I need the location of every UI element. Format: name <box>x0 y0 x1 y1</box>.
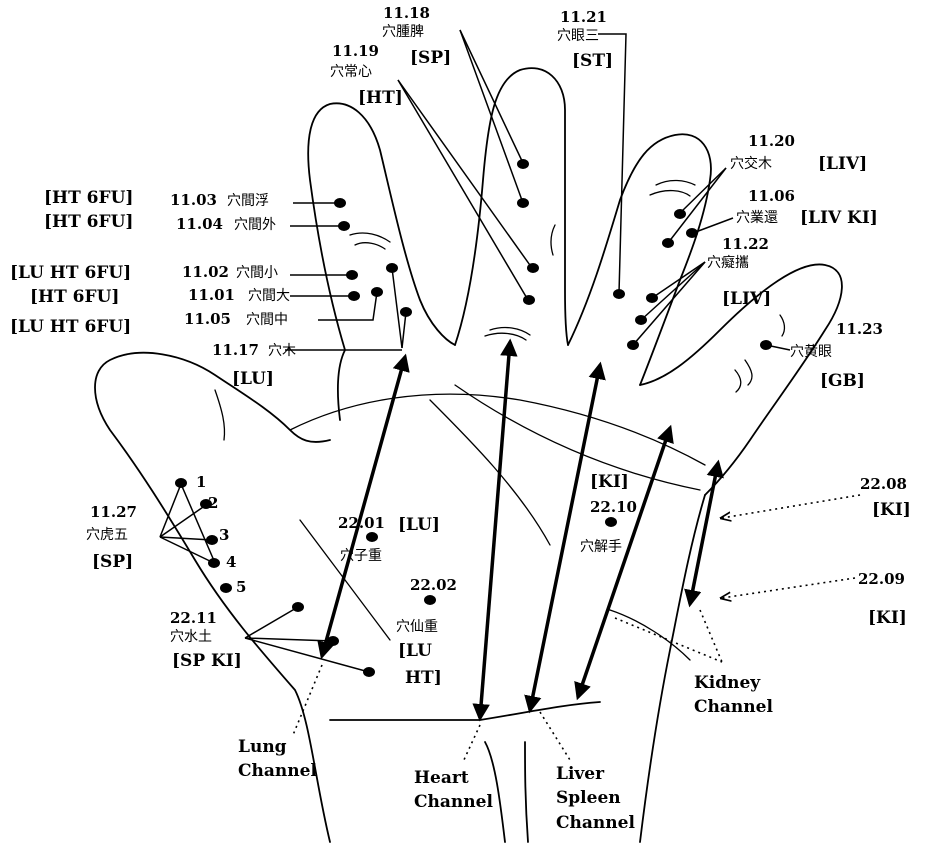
label-11-04-name: 穴間外 <box>234 217 276 233</box>
heart-channel-line1: Heart <box>414 768 469 788</box>
label-11-06-num: 11.06 <box>748 187 795 205</box>
label-22-09-tag: [KI] <box>868 608 907 628</box>
label-11-20-tag: [LIV] <box>818 154 867 174</box>
label-22-11-tag: [SP KI] <box>172 651 242 671</box>
hand-outline <box>95 68 842 842</box>
label-11-01-tag: [HT 6FU] <box>30 287 119 307</box>
label-11-22-tag: [LIV] <box>722 289 771 309</box>
thumb-number-5: 5 <box>236 578 246 596</box>
label-22-09-num: 22.09 <box>858 570 905 588</box>
label-11-02-name: 穴間小 <box>236 265 278 281</box>
label-22-11-num: 22.11 <box>170 609 217 627</box>
label-11-06-name: 穴業還 <box>736 210 778 226</box>
label-11-23-name: 穴黄眼 <box>790 343 832 360</box>
label-11-21-tag: [ST] <box>572 51 613 71</box>
label-11-18-name: 穴腫脾 <box>382 24 424 40</box>
label-11-03-tag: [HT 6FU] <box>44 188 133 208</box>
label-22-10-tag: [KI] <box>590 472 629 492</box>
label-11-20-name: 穴交木 <box>730 155 772 172</box>
label-11-17-tag: [LU] <box>232 369 274 389</box>
label-11-17-num: 11.17 <box>212 341 259 359</box>
label-22-02-num: 22.02 <box>410 576 457 594</box>
liver-spleen-channel-line1: Liver <box>556 764 605 784</box>
label-11-19-num: 11.19 <box>332 42 379 60</box>
label-11-22-num: 11.22 <box>722 235 769 253</box>
label-11-21-num: 11.21 <box>560 8 607 26</box>
label-22-02-name: 穴仙重 <box>396 619 438 635</box>
label-11-18-tag: [SP] <box>410 48 451 68</box>
label-11-05-tag: [LU HT 6FU] <box>10 317 131 337</box>
kidney-channel-line2: Channel <box>694 697 773 717</box>
label-22-02-tag2: HT] <box>405 668 442 688</box>
heart-channel-arrow-1 <box>480 342 510 718</box>
lung-channel-line1: Lung <box>238 737 287 757</box>
label-11-04-tag: [HT 6FU] <box>44 212 133 232</box>
label-11-23-num: 11.23 <box>836 320 883 338</box>
label-11-06-tag: [LIV KI] <box>800 208 878 228</box>
lung-channel-line2: Channel <box>238 761 317 781</box>
label-11-02-tag: [LU HT 6FU] <box>10 263 131 283</box>
liver-spleen-channel-line2: Spleen <box>556 788 621 808</box>
label-11-01-name: 穴間大 <box>248 288 290 304</box>
label-11-18-num: 11.18 <box>383 4 430 22</box>
label-11-17-name: 穴木 <box>268 343 296 359</box>
label-11-03-name: 穴間浮 <box>227 193 269 209</box>
label-22-08-tag: [KI] <box>872 500 911 520</box>
acupoints <box>175 159 772 677</box>
label-11-05-name: 穴間中 <box>246 312 288 328</box>
label-11-21-name: 穴眼三 <box>557 28 599 44</box>
label-11-27-tag: [SP] <box>92 552 133 572</box>
label-11-02-num: 11.02 <box>182 263 229 281</box>
label-11-20-num: 11.20 <box>748 132 795 150</box>
heart-channel-line2: Channel <box>414 792 493 812</box>
label-11-04-num: 11.04 <box>176 215 223 233</box>
label-11-03-num: 11.03 <box>170 191 217 209</box>
label-11-19-tag: [HT] <box>358 88 403 108</box>
label-11-23-tag: [GB] <box>820 371 865 391</box>
label-22-10-name: 穴解手 <box>580 539 622 555</box>
wrist-line-b <box>525 742 528 842</box>
label-22-11-name: 穴水土 <box>170 629 212 645</box>
label-22-08-num: 22.08 <box>860 475 907 493</box>
liver-spleen-channel-arrow <box>578 428 670 697</box>
lung-channel-arrow <box>322 357 405 656</box>
thumb-number-4: 4 <box>226 553 236 571</box>
wrist-crease <box>330 702 600 720</box>
index-finger-outline <box>308 103 455 420</box>
thumb-number-3: 3 <box>219 526 229 544</box>
label-22-10-num: 22.10 <box>590 498 637 516</box>
label-11-22-name: 穴癡攜 <box>707 254 749 271</box>
label-11-27-name: 穴虎五 <box>86 527 128 543</box>
label-22-01-num: 22.01 <box>338 514 385 532</box>
label-22-01-name: 穴子重 <box>340 548 382 564</box>
thumb-number-2: 2 <box>208 494 218 512</box>
liver-spleen-channel-line3: Channel <box>556 813 635 833</box>
label-11-01-num: 11.01 <box>188 286 235 304</box>
label-11-27-num: 11.27 <box>90 503 137 521</box>
palm-outer-edge <box>640 495 705 842</box>
thumb-number-1: 1 <box>196 473 206 491</box>
ring-finger-outline <box>568 134 711 385</box>
kidney-channel-line1: Kidney <box>694 673 761 693</box>
label-11-05-num: 11.05 <box>184 310 231 328</box>
label-22-02-tag1: [LU <box>398 641 432 661</box>
label-22-01-tag: [LU] <box>398 515 440 535</box>
label-11-19-name: 穴常心 <box>330 64 372 80</box>
dotted-pointers <box>293 495 860 762</box>
